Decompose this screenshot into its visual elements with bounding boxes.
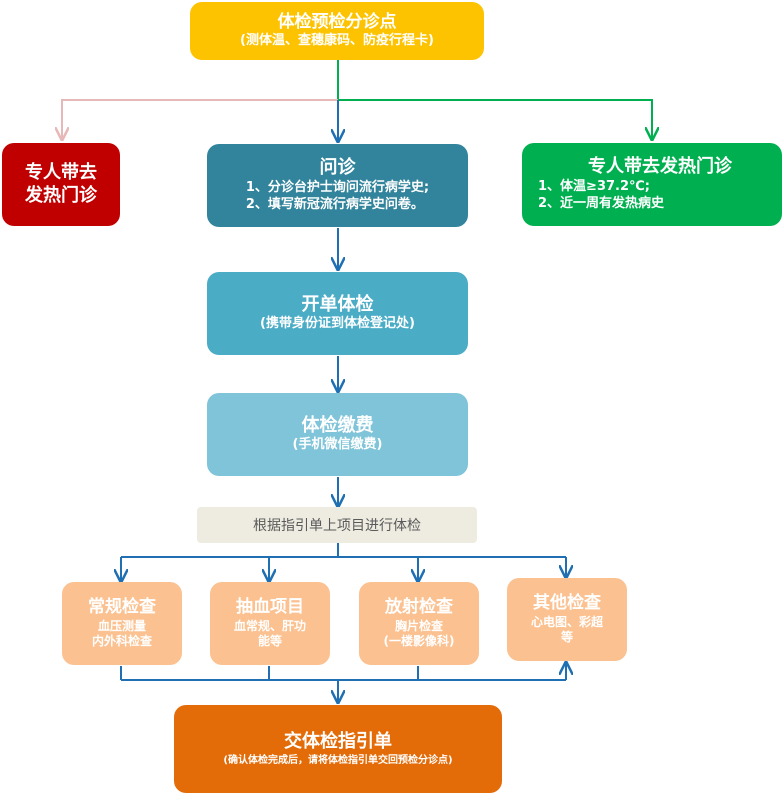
exam-detail: 心电图、彩超 — [530, 614, 603, 629]
exam-title: 常规检查 — [88, 597, 156, 618]
guide-text: 根据指引单上项目进行体检 — [253, 518, 421, 534]
fever-right-items: 1、体温≥37.2℃; 2、近一周有发热病史 — [538, 179, 664, 213]
register-box: 开单体检 (携带身份证到体检登记处) — [207, 272, 468, 355]
fever-left-line1: 专人带去 — [25, 162, 97, 183]
inquiry-item: 2、填写新冠流行病学史问卷。 — [245, 196, 424, 212]
triage-title: 体检预检分诊点 — [277, 11, 397, 32]
guide-box: 根据指引单上项目进行体检 — [197, 507, 477, 543]
inquiry-items: 1、分诊台护士询问流行病学史; 2、填写新冠流行病学史问卷。 — [246, 180, 429, 214]
exam-box-routine: 常规检查 血压测量 内外科检查 — [62, 582, 182, 665]
fever-right-item: 2、近一周有发热病史 — [538, 195, 665, 211]
submit-guide-box: 交体检指引单 (确认体检完成后，请将体检指引单交回预检分诊点) — [174, 705, 502, 793]
exam-box-blood: 抽血项目 血常规、肝功 能等 — [210, 582, 330, 665]
payment-title: 体检缴费 — [301, 414, 374, 436]
register-subtitle: (携带身份证到体检登记处) — [260, 316, 415, 332]
exam-detail: 胸片检查 — [394, 618, 443, 633]
fever-clinic-right-box: 专人带去发热门诊 1、体温≥37.2℃; 2、近一周有发热病史 — [522, 143, 782, 226]
fever-right-title: 专人带去发热门诊 — [588, 156, 732, 178]
payment-box: 体检缴费 (手机微信缴费) — [207, 393, 468, 476]
exam-title: 放射检查 — [385, 597, 453, 618]
fever-right-item: 1、体温≥37.2℃; — [538, 178, 650, 194]
triage-subtitle: (测体温、查穗康码、防疫行程卡) — [240, 33, 434, 49]
exam-detail: 内外科检查 — [91, 634, 152, 649]
fever-clinic-left-box: 专人带去 发热门诊 — [2, 143, 120, 226]
exam-title: 抽血项目 — [236, 597, 304, 618]
submit-title: 交体检指引单 — [284, 731, 392, 753]
inquiry-title: 问诊 — [319, 157, 356, 179]
exam-box-other: 其他检查 心电图、彩超 等 — [507, 578, 627, 661]
arrow-to-fever-left — [62, 99, 338, 138]
submit-subtitle: (确认体检完成后，请将体检指引单交回预检分诊点) — [223, 754, 453, 766]
inquiry-item: 1、分诊台护士询问流行病学史; — [245, 179, 430, 195]
register-title: 开单体检 — [301, 293, 374, 315]
inquiry-box: 问诊 1、分诊台护士询问流行病学史; 2、填写新冠流行病学史问卷。 — [207, 144, 468, 227]
exam-title: 其他检查 — [533, 593, 601, 614]
triage-box: 体检预检分诊点 (测体温、查穗康码、防疫行程卡) — [190, 2, 484, 60]
fever-left-line2: 发热门诊 — [25, 184, 97, 206]
payment-subtitle: (手机微信缴费) — [292, 437, 383, 453]
arrow-to-fever-right — [338, 99, 652, 138]
exam-detail: 血压测量 — [97, 618, 146, 633]
exam-detail: 等 — [560, 630, 573, 645]
exam-detail: (一楼影像科) — [383, 634, 455, 649]
exam-detail: 血常规、肝功 — [233, 618, 306, 633]
exam-detail: 能等 — [257, 634, 282, 649]
exam-box-radiology: 放射检查 胸片检查 (一楼影像科) — [359, 582, 479, 665]
